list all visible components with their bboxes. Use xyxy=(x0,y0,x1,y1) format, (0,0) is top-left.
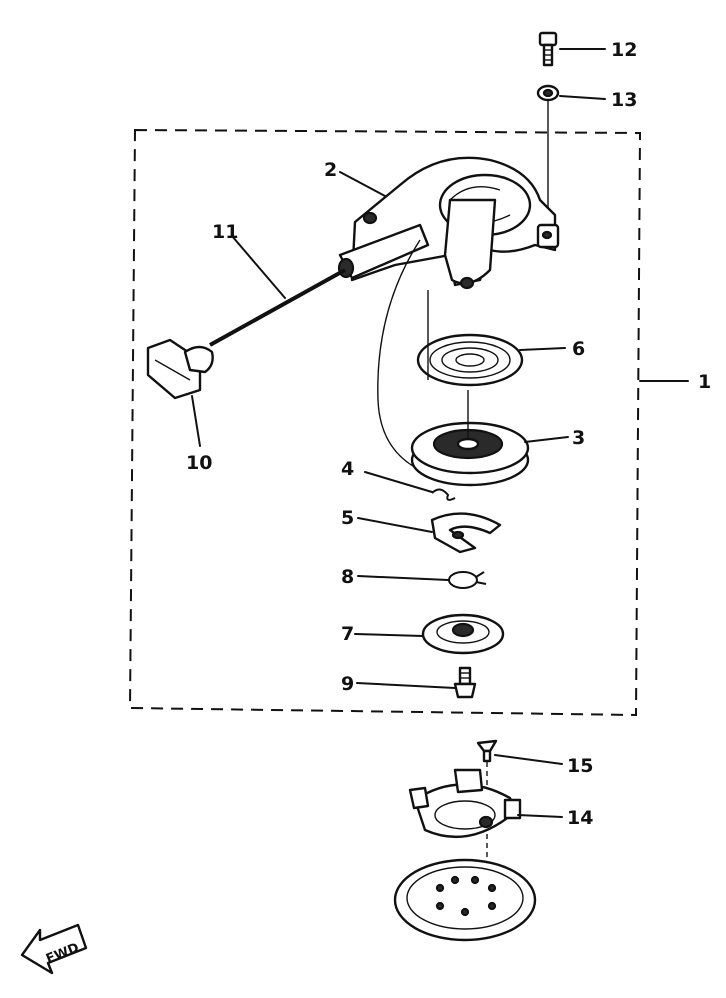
assembly-boundary xyxy=(128,128,642,717)
part-6-recoil-spring xyxy=(416,290,524,387)
label-part-6: 6 xyxy=(572,338,585,360)
part-5-drive-pawl xyxy=(430,512,502,554)
label-part-1: 1 xyxy=(698,371,711,393)
part-11-cable xyxy=(209,223,430,471)
part-7-plate xyxy=(421,613,505,655)
label-part-12: 12 xyxy=(611,39,637,61)
label-part-5: 5 xyxy=(341,507,354,529)
part-2-starter-housing xyxy=(350,156,560,290)
part-14-starter-pulley xyxy=(408,768,522,839)
part-10-lever xyxy=(146,338,214,400)
part-13-washer xyxy=(536,84,560,102)
flywheel-disk xyxy=(393,858,537,942)
label-part-11: 11 xyxy=(212,221,238,243)
part-8-clip xyxy=(448,571,487,589)
part-12-bolt xyxy=(538,31,558,67)
label-part-2: 2 xyxy=(324,159,337,181)
label-part-7: 7 xyxy=(341,623,354,645)
label-part-8: 8 xyxy=(341,566,354,588)
part-15-screw xyxy=(476,739,498,763)
part-3-sheave-drum xyxy=(410,390,530,487)
part-4-drive-pawl-spring xyxy=(431,488,456,501)
label-part-9: 9 xyxy=(341,673,354,695)
label-part-10: 10 xyxy=(186,452,212,474)
part-9-screw xyxy=(453,666,477,699)
label-part-4: 4 xyxy=(341,458,354,480)
fwd-arrow-icon: FWD xyxy=(20,923,88,975)
label-part-3: 3 xyxy=(572,427,585,449)
label-part-15: 15 xyxy=(567,755,593,777)
label-part-14: 14 xyxy=(567,807,593,829)
label-part-13: 13 xyxy=(611,89,637,111)
